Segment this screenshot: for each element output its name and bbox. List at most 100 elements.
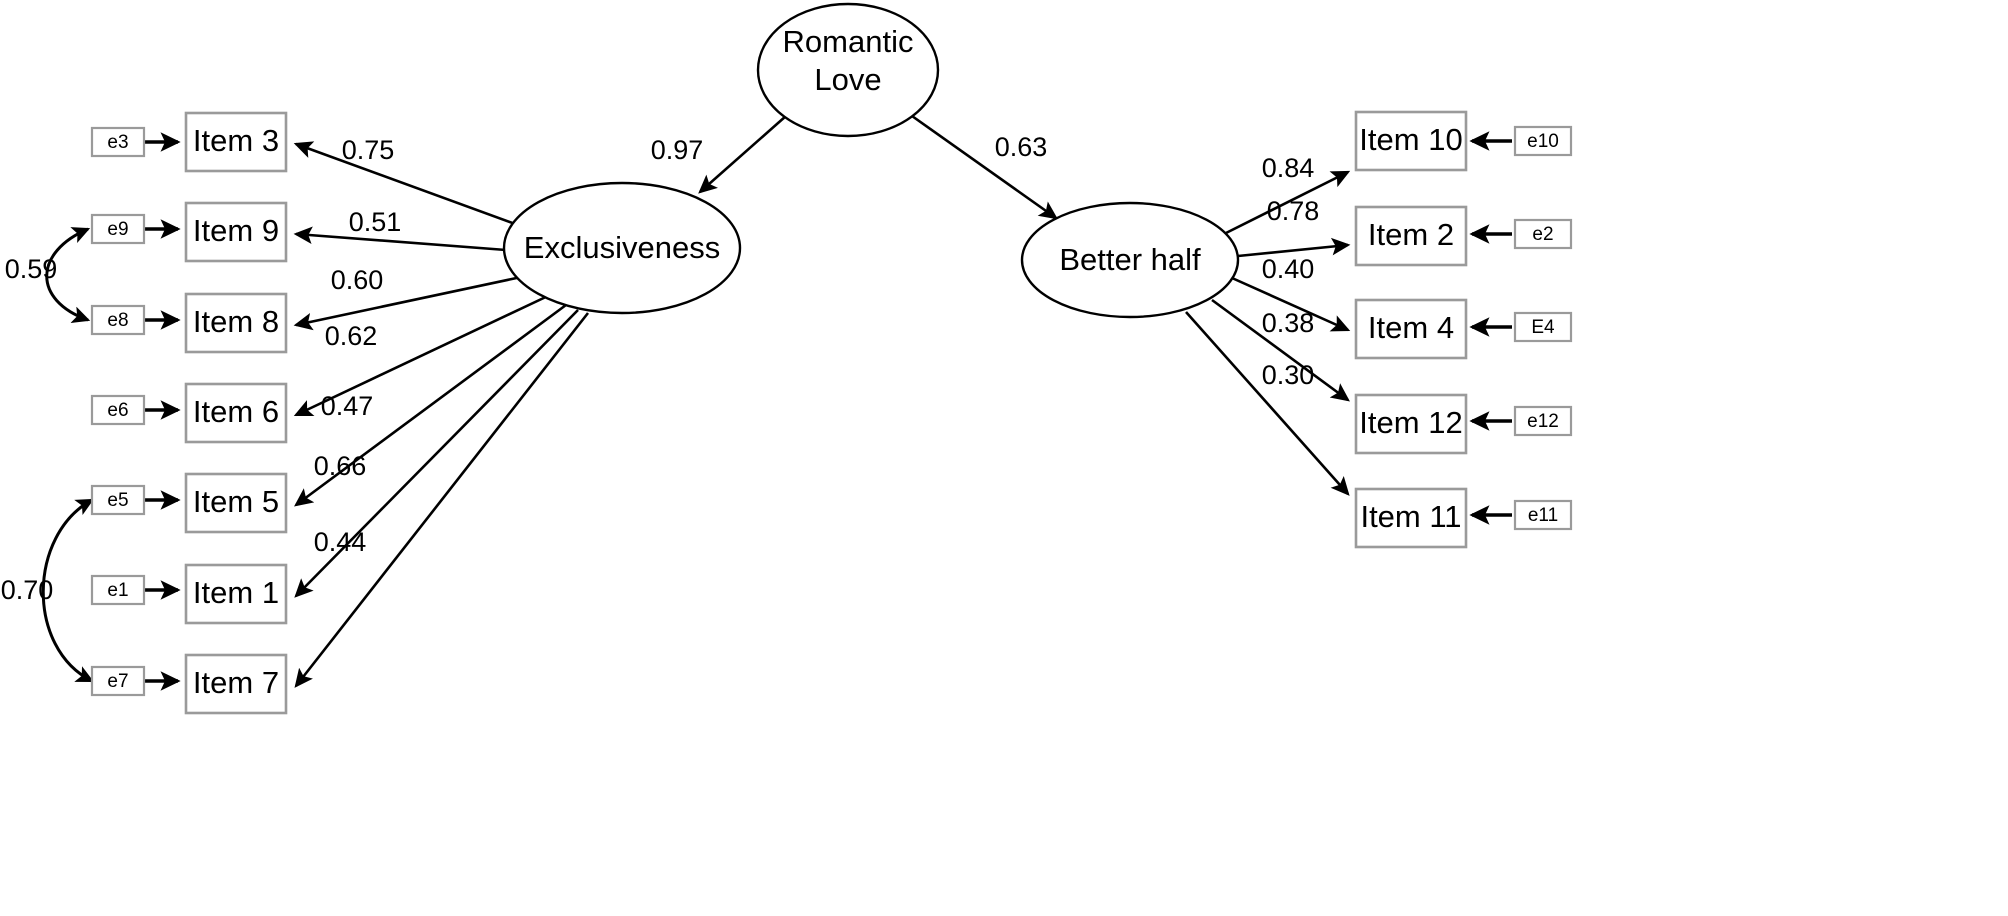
- error-box-e10[interactable]: e10: [1513, 125, 1573, 157]
- path-romantic-love-to-better-half: [911, 114, 1058, 220]
- error-box-e6[interactable]: e6: [90, 394, 146, 426]
- error-box-e7[interactable]: e7: [90, 665, 146, 697]
- rect-item10[interactable]: [1354, 110, 1468, 172]
- right-loading-group: [1185, 170, 1351, 496]
- loading-exclusiveness-item6: [293, 293, 551, 417]
- item-label-item7: Item 7: [193, 665, 279, 700]
- item-box-item8[interactable]: Item 8: [184, 292, 288, 354]
- item-label-item12: Item 12: [1359, 405, 1462, 440]
- rect-item2[interactable]: [1354, 205, 1468, 267]
- item-label-item11: Item 11: [1360, 499, 1461, 534]
- rect-e3[interactable]: [90, 126, 146, 158]
- coef-label-item5: 0.47: [321, 391, 374, 421]
- left-error-boxes: e3 e9 e8 e6 e5 e1: [90, 126, 146, 697]
- rect-item8[interactable]: [184, 292, 288, 354]
- item-box-item3[interactable]: Item 3: [184, 111, 288, 173]
- coef-label-covariance-e5-e7: 0.70: [1, 575, 54, 605]
- ellipse-romantic-love[interactable]: [756, 2, 940, 138]
- loading-exclusiveness-item8: [293, 274, 527, 331]
- covariance-curve-e9-e8: [45, 227, 91, 323]
- rect-e10[interactable]: [1513, 125, 1573, 157]
- error-box-e2[interactable]: e2: [1513, 218, 1573, 250]
- covariance-group: [41, 227, 95, 683]
- left-error-arrow-group: [142, 132, 181, 691]
- error-box-e11[interactable]: e11: [1513, 499, 1573, 531]
- error-box-e5[interactable]: e5: [90, 484, 146, 516]
- item-box-item11[interactable]: Item 11: [1354, 487, 1468, 549]
- error-box-e12[interactable]: e12: [1513, 405, 1573, 437]
- item-box-item10[interactable]: Item 10: [1354, 110, 1468, 172]
- structural-path-group: [698, 114, 1058, 220]
- coef-label-item12: 0.38: [1262, 308, 1315, 338]
- rect-e11[interactable]: [1513, 499, 1573, 531]
- rect-item5[interactable]: [184, 472, 288, 534]
- error-box-E4[interactable]: E4: [1513, 311, 1573, 343]
- error-label-e7: e7: [107, 671, 128, 692]
- error-box-e9[interactable]: e9: [90, 213, 146, 245]
- latent-better-half[interactable]: Better half: [1020, 201, 1240, 319]
- error-label-e2: e2: [1532, 224, 1553, 245]
- item-label-item8: Item 8: [193, 304, 279, 339]
- coef-label-item6: 0.62: [325, 321, 378, 351]
- error-label-E4: E4: [1531, 317, 1555, 338]
- rect-item4[interactable]: [1354, 298, 1468, 360]
- left-loading-group: [293, 141, 590, 688]
- item-box-item7[interactable]: Item 7: [184, 653, 288, 715]
- latent-romantic-love[interactable]: Romantic Love: [756, 2, 940, 138]
- rect-item6[interactable]: [184, 382, 288, 444]
- rect-e12[interactable]: [1513, 405, 1573, 437]
- rect-item7[interactable]: [184, 653, 288, 715]
- rect-e6[interactable]: [90, 394, 146, 426]
- loading-better-half-item11: [1185, 311, 1350, 496]
- right-item-boxes: Item 10 Item 2 Item 4 Item 12 Item 11: [1354, 110, 1468, 549]
- item-label-item9: Item 9: [193, 213, 279, 248]
- error-box-e1[interactable]: e1: [90, 574, 146, 606]
- rect-e1[interactable]: [90, 574, 146, 606]
- item-box-item12[interactable]: Item 12: [1354, 393, 1468, 455]
- error-label-e6: e6: [107, 400, 128, 421]
- right-error-arrow-group: [1469, 131, 1512, 525]
- error-label-e5: e5: [107, 490, 128, 511]
- latent-label-better-half: Better half: [1059, 242, 1201, 277]
- item-box-item1[interactable]: Item 1: [184, 563, 288, 625]
- item-label-item3: Item 3: [193, 123, 279, 158]
- item-box-item5[interactable]: Item 5: [184, 472, 288, 534]
- rect-item3[interactable]: [184, 111, 288, 173]
- loading-exclusiveness-item5: [294, 303, 567, 507]
- coef-label-item7: 0.44: [314, 527, 367, 557]
- error-box-e3[interactable]: e3: [90, 126, 146, 158]
- loading-exclusiveness-item9: [293, 226, 507, 252]
- rect-E4[interactable]: [1513, 311, 1573, 343]
- coef-label-item9: 0.51: [349, 207, 402, 237]
- coef-label-item8: 0.60: [331, 265, 384, 295]
- item-box-item4[interactable]: Item 4: [1354, 298, 1468, 360]
- latent-exclusiveness[interactable]: Exclusiveness: [502, 181, 742, 315]
- loading-better-half-item2: [1237, 237, 1351, 258]
- coef-label-item10: 0.84: [1262, 153, 1315, 183]
- ellipse-better-half[interactable]: [1020, 201, 1240, 319]
- error-label-e11: e11: [1528, 505, 1558, 526]
- item-box-item6[interactable]: Item 6: [184, 382, 288, 444]
- coef-label-romantic-exclusiveness: 0.97: [651, 135, 704, 165]
- coefficient-labels: 0.97 0.63 0.75 0.51 0.60 0.62 0.47 0.66 …: [1, 132, 1320, 605]
- rect-e5[interactable]: [90, 484, 146, 516]
- error-box-e8[interactable]: e8: [90, 304, 146, 336]
- rect-item9[interactable]: [184, 201, 288, 263]
- item-box-item9[interactable]: Item 9: [184, 201, 288, 263]
- rect-item1[interactable]: [184, 563, 288, 625]
- rect-e2[interactable]: [1513, 218, 1573, 250]
- rect-e8[interactable]: [90, 304, 146, 336]
- coef-label-covariance-e9-e8: 0.59: [5, 254, 58, 284]
- rect-item11[interactable]: [1354, 487, 1468, 549]
- rect-e9[interactable]: [90, 213, 146, 245]
- loading-exclusiveness-item3: [293, 141, 519, 227]
- error-label-e3: e3: [107, 132, 128, 153]
- loading-exclusiveness-item7: [294, 312, 590, 688]
- rect-e7[interactable]: [90, 665, 146, 697]
- item-label-item2: Item 2: [1368, 217, 1454, 252]
- item-box-item2[interactable]: Item 2: [1354, 205, 1468, 267]
- ellipse-exclusiveness[interactable]: [502, 181, 742, 315]
- rect-item12[interactable]: [1354, 393, 1468, 455]
- loading-better-half-item10: [1223, 170, 1351, 236]
